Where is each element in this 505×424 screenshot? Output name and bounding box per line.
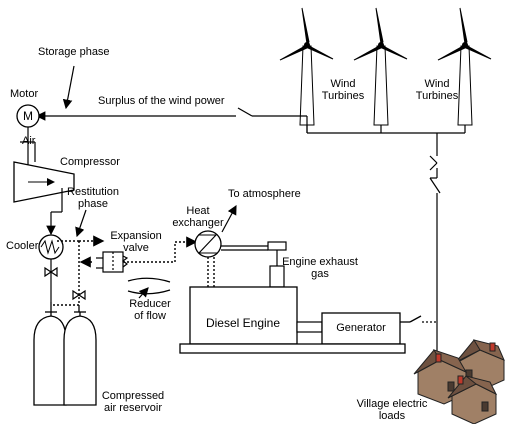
- diesel-engine-block: [189, 286, 298, 345]
- valve-2: [72, 289, 86, 301]
- to-atmosphere-arrow: [221, 204, 237, 233]
- expansion-valve-label-a: Expansion: [110, 230, 162, 242]
- storage-phase-label: Storage phase: [38, 46, 110, 58]
- wind-turbine-2: [353, 7, 408, 126]
- motor-symbol-label: M: [23, 109, 33, 123]
- engine-exhaust-label-b: gas: [311, 268, 329, 280]
- restitution-arrow: [75, 209, 87, 238]
- cooler-label: Cooler: [6, 240, 39, 252]
- reducer-label-b: of flow: [134, 310, 166, 322]
- wind-turbines-label-1a: Wind: [330, 78, 356, 90]
- turbine-bus: [306, 116, 466, 134]
- storage-phase-arrow: [62, 65, 75, 110]
- cooler-symbol: [38, 234, 64, 260]
- compressor-symbol: [13, 161, 75, 203]
- expansion-valve-symbol: [96, 251, 129, 273]
- wind-turbine-3: [437, 7, 492, 126]
- motor-label: Motor: [10, 88, 39, 100]
- air-label: Air: [22, 135, 36, 147]
- reducer-arrow: [138, 287, 149, 299]
- heat-exchanger-label-a: Heat: [186, 205, 210, 217]
- reducer-of-flow-symbol: [127, 277, 171, 295]
- wind-turbines-label-1b: Turbines: [321, 90, 365, 102]
- wind-turbine-1: [279, 7, 334, 126]
- exhaust-pipe: [221, 241, 287, 288]
- wind-turbines-label-2b: Turbines: [415, 90, 459, 102]
- generator-label: Generator: [336, 322, 386, 334]
- engine-exhaust-label-a: Engine exhaust: [282, 256, 358, 268]
- surplus-label: Surplus of the wind power: [98, 95, 225, 107]
- air-intake: [20, 141, 36, 162]
- restitution-label-a: Restitution: [67, 186, 119, 198]
- compressor-outlet-pipe: [46, 188, 63, 236]
- compressed-air-label-a: Compressed: [101, 390, 165, 402]
- compressed-air-reservoir: [33, 302, 97, 406]
- valve-1: [44, 266, 58, 278]
- diesel-engine-label: Diesel Engine: [205, 316, 281, 330]
- generator-output-line: [400, 315, 437, 323]
- restitution-label-b: phase: [78, 198, 108, 210]
- village-loads-label-b: loads: [378, 410, 406, 422]
- expansion-valve-label-b: valve: [123, 242, 149, 254]
- to-atmosphere-label: To atmosphere: [228, 188, 301, 200]
- heat-exchanger-symbol: [194, 230, 222, 258]
- village-houses: [413, 339, 505, 424]
- village-loads-label-a: Village electric: [356, 398, 428, 410]
- village-feed-line: [429, 133, 442, 364]
- engine-coupling: [296, 321, 323, 333]
- base-plate: [179, 343, 406, 354]
- compressor-label: Compressor: [60, 156, 120, 168]
- wind-turbines-label-2a: Wind: [424, 78, 450, 90]
- compressed-air-label-b: air reservoir: [103, 402, 163, 414]
- surplus-line: [35, 107, 307, 121]
- heat-exchanger-label-b: exchanger: [172, 217, 224, 229]
- reducer-label-a: Reducer: [129, 298, 171, 310]
